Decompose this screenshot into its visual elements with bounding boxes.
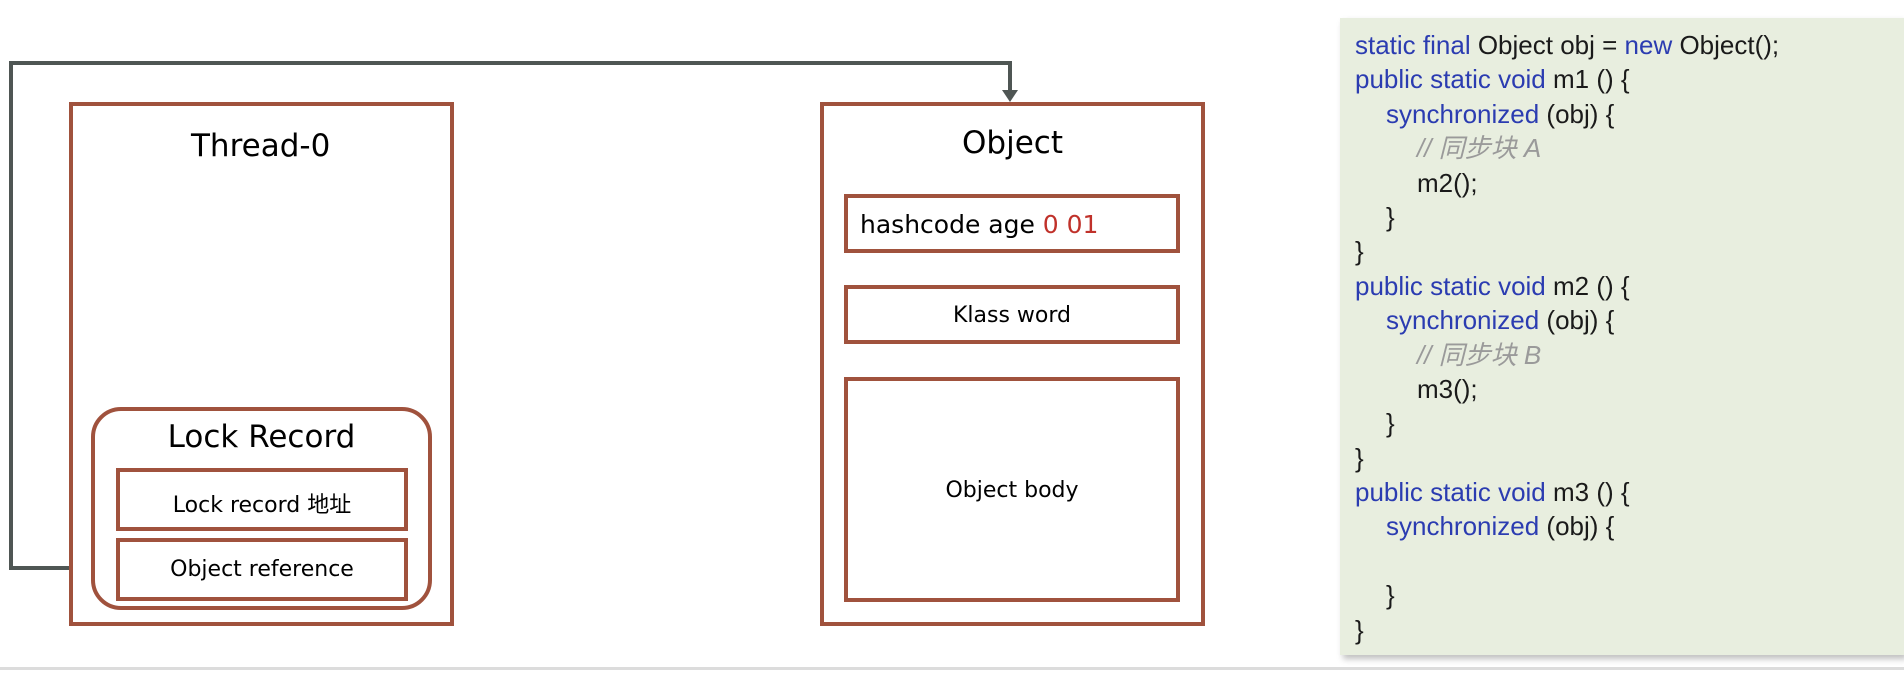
reference-arrowhead [1002,90,1018,102]
code-line-m2-sync: synchronized (obj) { [1355,303,1904,337]
object-reference: Object reference [116,538,408,601]
bottom-divider [0,667,1904,670]
klass-word: Klass word [844,285,1180,344]
code-text: (obj) { [1539,98,1615,129]
code-line-m3-sync: synchronized (obj) { [1355,509,1904,543]
code-text: m3 () { [1545,477,1630,508]
object-reference-label: Object reference [170,557,354,582]
object-body: Object body [844,377,1180,602]
code-line-m1-comment: // 同步块 A [1417,133,1542,164]
lock-record-address-label: Lock record 地址 [172,493,352,518]
code-text: m1 () { [1545,64,1630,95]
code-panel: static final Object obj = new Object(); … [1340,18,1904,655]
code-line-m2-close-outer: } [1355,442,1364,473]
mark-word-prefix: hashcode age [860,210,1043,239]
lock-record-address: Lock record 地址 [116,468,408,531]
code-keyword: public static void [1355,477,1546,508]
code-line-m1-close-outer: } [1355,236,1364,267]
code-line-m1-close-inner: } [1386,201,1395,232]
code-text: Object obj = [1470,30,1625,60]
code-line-decl: static final Object obj = new Object(); [1355,28,1904,62]
lock-bits: 0 01 [1042,210,1099,239]
code-text: (obj) { [1539,511,1615,542]
code-line-m1-call: m2(); [1417,167,1478,198]
code-keyword: synchronized [1386,305,1540,336]
code-text: (obj) { [1539,305,1615,336]
klass-word-label: Klass word [952,303,1071,328]
code-keyword: synchronized [1386,511,1540,542]
object-body-label: Object body [945,478,1079,503]
code-line-m3-close-outer: } [1355,614,1364,645]
thread-title: Thread-0 [191,128,331,164]
mark-word-label: hashcode age 0 01 [860,210,1098,239]
code-line-m2-signature: public static void m2 () { [1355,269,1904,303]
code-keyword: synchronized [1386,98,1540,129]
code-line-m1-signature: public static void m1 () { [1355,62,1904,96]
code-keyword: new [1624,30,1673,60]
code-line-m3-close-inner: } [1386,580,1395,611]
mark-word: hashcode age 0 01 [844,194,1180,253]
lock-record-title: Lock Record [167,419,356,455]
code-text: m2 () { [1545,270,1630,301]
code-line-m2-comment: // 同步块 B [1417,339,1542,370]
code-line-m3-signature: public static void m3 () { [1355,475,1904,509]
code-line-m3-empty [1355,544,1904,578]
code-line-m2-call: m3(); [1417,373,1478,404]
code-keyword: public static void [1355,64,1546,95]
code-keyword: public static void [1355,270,1546,301]
code-line-m2-close-inner: } [1386,408,1395,439]
code-keyword: static final [1355,30,1471,60]
code-line-m1-sync: synchronized (obj) { [1355,97,1904,131]
code-text: Object(); [1672,30,1780,60]
object-title: Object [962,125,1063,161]
